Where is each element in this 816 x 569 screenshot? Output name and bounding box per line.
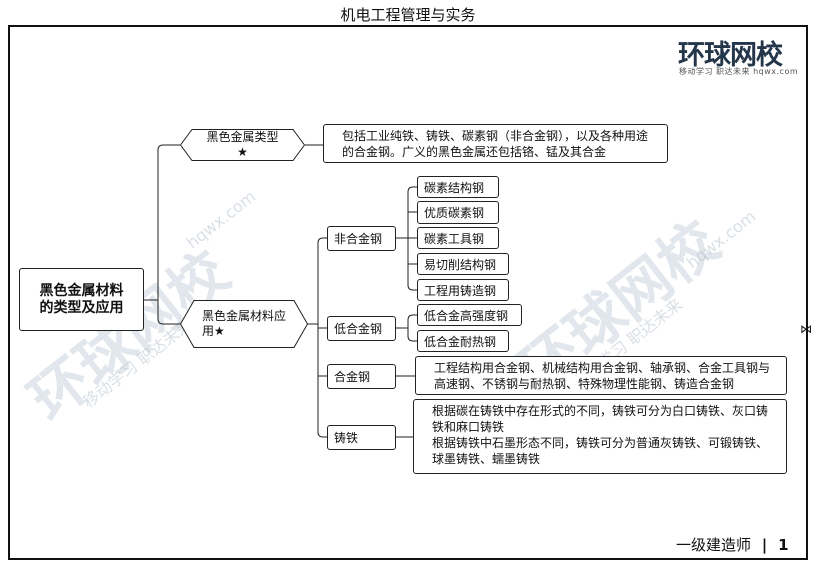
cast-iron-desc-line: 根据铸铁中石墨形态不同，铸铁可分为普通灰铸铁、可锻铸铁、球墨铸铁、蠕墨铸铁: [432, 436, 769, 466]
leaf-hsla-steel[interactable]: 低合金高强度钢: [417, 304, 522, 326]
page-number: 1: [778, 536, 789, 554]
cast-iron-desc-line: 根据碳在铸铁中存在形式的不同，铸铁可分为白口铸铁、灰口铸铁和麻口铸铁: [432, 404, 769, 434]
branch-label: 黑色金属类型★: [206, 130, 279, 159]
resize-handle-icon[interactable]: ⋈: [800, 322, 812, 336]
leaf-free-cutting-steel[interactable]: 易切削结构钢: [417, 253, 509, 275]
leaf-cast-steel[interactable]: 工程用铸造钢: [417, 279, 509, 301]
footer-separator: |: [761, 536, 768, 554]
node-low-alloy-steel[interactable]: 低合金钢: [327, 316, 396, 341]
branch-ferrous-types[interactable]: 黑色金属类型★: [180, 129, 305, 161]
node-cast-iron[interactable]: 铸铁: [327, 425, 396, 450]
leaf-heat-resistant-steel[interactable]: 低合金耐热钢: [417, 330, 509, 352]
alloy-steel-desc: 工程结构用合金钢、机械结构用合金钢、轴承钢、合金工具钢与高速钢、不锈钢与耐热钢、…: [415, 356, 787, 395]
leaf-carbon-structural-steel[interactable]: 碳素结构钢: [417, 176, 499, 198]
leaf-quality-carbon-steel[interactable]: 优质碳素钢: [417, 201, 499, 224]
branch-label: 黑色金属材料应用★: [202, 309, 287, 338]
logo-tagline: 移动学习 职达未来 hqwx.com: [679, 67, 799, 76]
root-node[interactable]: 黑色金属材料的类型及应用: [19, 268, 144, 331]
footer: 一级建造师 | 1: [676, 534, 789, 555]
page-frame: [8, 25, 808, 560]
cast-iron-desc: 根据碳在铸铁中存在形式的不同，铸铁可分为白口铸铁、灰口铸铁和麻口铸铁 根据铸铁中…: [413, 399, 787, 474]
footer-exam: 一级建造师: [676, 536, 752, 554]
logo: 环球网校: [678, 40, 783, 71]
ferrous-types-desc: 包括工业纯铁、铸铁、碳素钢（非合金钢），以及各种用途的合金钢。广义的黑色金属还包…: [323, 124, 668, 163]
branch-ferrous-applications[interactable]: 黑色金属材料应用★: [180, 300, 308, 348]
page-title: 机电工程管理与实务: [340, 6, 476, 24]
node-non-alloy-steel[interactable]: 非合金钢: [327, 226, 396, 251]
leaf-carbon-tool-steel[interactable]: 碳素工具钢: [417, 227, 499, 249]
node-alloy-steel[interactable]: 合金钢: [327, 364, 396, 389]
